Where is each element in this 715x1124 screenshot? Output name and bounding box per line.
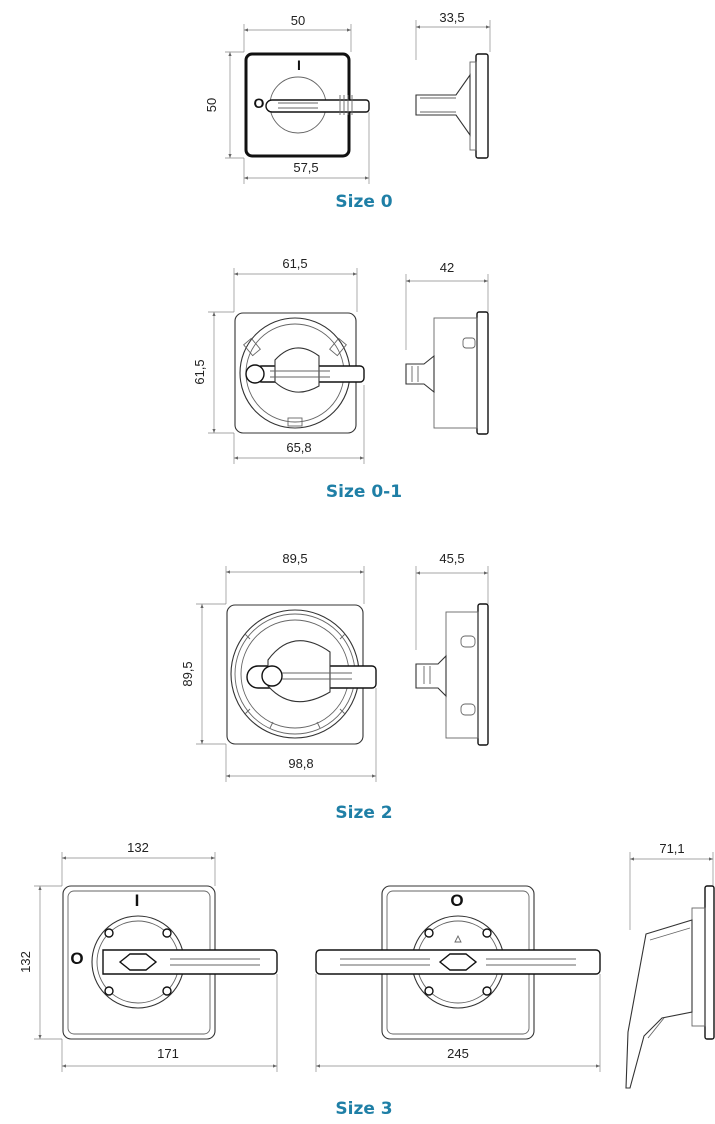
size-2-depth-label: 45,5 [439,551,464,566]
size-0-1-depth-label: 42 [440,260,454,275]
size-0-overall-label: 57,5 [293,160,318,175]
size-3-width-label: 132 [127,840,149,855]
size-2-width-label: 89,5 [282,551,307,566]
size-3-double-off-mark: O [450,891,463,910]
size-3-off-mark: O [70,949,83,968]
size-2-side-view: 45,5 [415,551,489,746]
size-3-height-label: 132 [18,951,33,973]
size-3-on-mark: I [135,891,140,910]
size-3-overall-double-label: 245 [447,1046,469,1061]
size-2-height-label: 89,5 [180,661,195,686]
size-3-double-handle-view: O 245 [315,885,601,1072]
size-0-off-mark: O [254,95,265,111]
size-0-depth-label: 33,5 [439,10,464,25]
size-3-side-view: 71,1 [625,841,715,1089]
size-2-front-view: 89,5 89,5 98,8 [180,551,377,782]
size-0-1-front-view: 61,5 61,5 65,8 [192,256,365,464]
size-0-side-view: 33,5 [415,10,491,159]
size-0-label: Size 0 [335,192,392,212]
size-0-front-view: 50 50 I O 57,5 [204,13,370,184]
size-3-overall-label: 171 [157,1046,179,1061]
size-0-on-mark: I [297,57,301,73]
size-3-front-view: 132 132 I O 171 [18,840,278,1072]
size-0-1-height-label: 61,5 [192,359,207,384]
size-0-width-label: 50 [291,13,305,28]
size-3-depth-label: 71,1 [659,841,684,856]
size-0-height-label: 50 [204,98,219,112]
size-0-1-width-label: 61,5 [282,256,307,271]
size-0-1-overall-label: 65,8 [286,440,311,455]
size-2-overall-label: 98,8 [288,756,313,771]
size-0-1-label: Size 0-1 [326,482,402,502]
size-0-1-side-view: 42 [405,260,489,435]
size-2-label: Size 2 [335,803,392,823]
size-3-label: Size 3 [335,1099,392,1119]
